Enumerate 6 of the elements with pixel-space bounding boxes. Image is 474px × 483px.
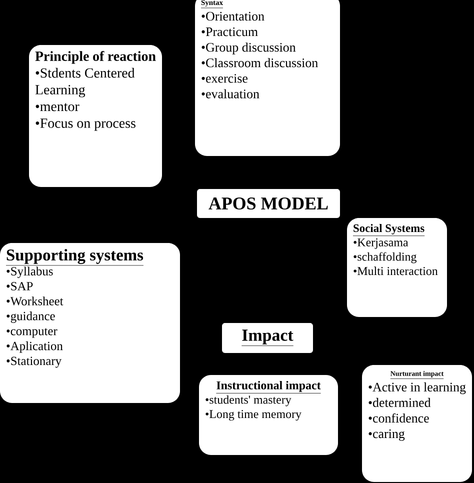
card: Supporting systems •Syllabus •SAP •Worksheet •guidance •computer •Aplication •Stationary (0, 243, 180, 403)
card: Instructional impact •students' mastery •Long time memory (199, 375, 338, 455)
title-box: APOS MODEL (197, 189, 340, 218)
card: Principle of reaction •Stdents Centered Learning •mentor •Focus on process (29, 45, 162, 187)
card: Social Systems •Kerjasama •schaffolding •Multi interaction (347, 218, 447, 317)
title-box: Impact (222, 323, 313, 353)
